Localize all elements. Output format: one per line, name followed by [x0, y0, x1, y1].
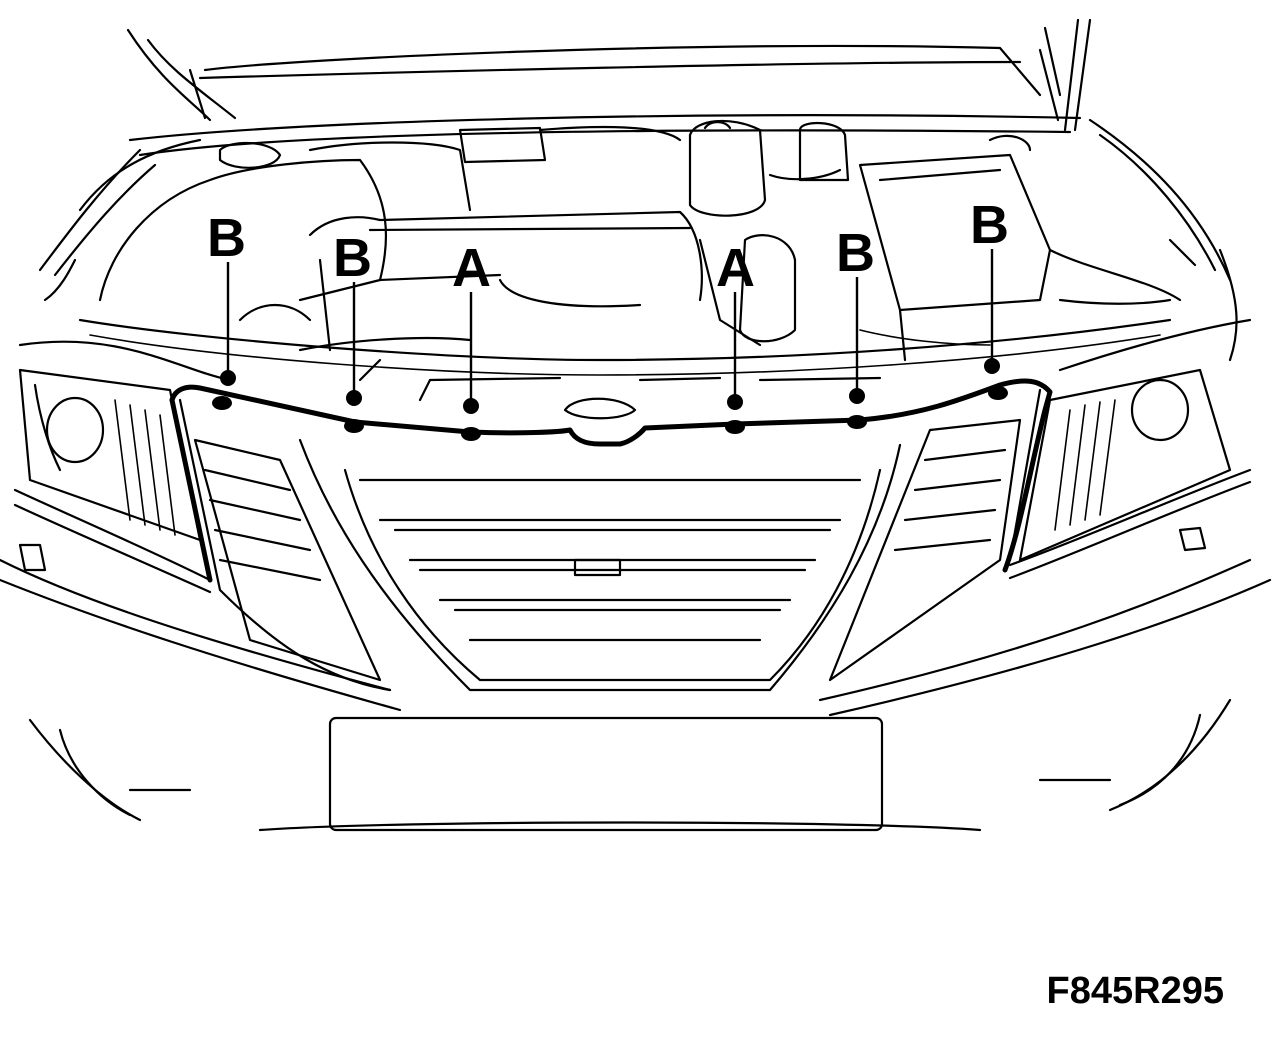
clip-point [461, 427, 481, 441]
right-headlight [1008, 368, 1252, 580]
callout-label: B [333, 228, 372, 288]
fender-lines [18, 148, 1252, 382]
callout-b-3: B [836, 223, 875, 429]
callouts: B B A A B B [207, 195, 1009, 441]
fastener-dot [463, 398, 479, 414]
callout-a-1: A [452, 238, 491, 441]
fastener-dot [346, 390, 362, 406]
clip-point [212, 396, 232, 410]
callout-label: A [716, 238, 755, 298]
fastener-dot [984, 358, 1000, 374]
callout-b-4: B [970, 195, 1009, 400]
clip-point [725, 420, 745, 434]
hood-outline [126, 18, 1092, 132]
callout-label: B [207, 208, 246, 268]
callout-a-2: A [716, 238, 755, 434]
lower-seal-edge-left [169, 397, 213, 583]
engine-components [78, 119, 1182, 402]
emblem [563, 397, 637, 420]
upper-seal-strip [169, 378, 1053, 573]
callout-label: B [970, 195, 1009, 255]
clip-point [988, 386, 1008, 400]
fastener-dot [220, 370, 236, 386]
figure-code: F845R295 [1046, 970, 1224, 1012]
callout-label: A [452, 238, 491, 298]
callout-label: B [836, 223, 875, 283]
clip-point [847, 415, 867, 429]
callout-b-1: B [207, 208, 246, 410]
fastener-dot [727, 394, 743, 410]
callout-b-2: B [333, 228, 372, 433]
left-headlight [13, 368, 212, 594]
bumper-lines [0, 526, 1272, 832]
fastener-dot [849, 388, 865, 404]
clip-point [344, 419, 364, 433]
license-plate [328, 716, 884, 832]
front-grille [178, 388, 1042, 692]
cowl-area [78, 114, 1232, 282]
